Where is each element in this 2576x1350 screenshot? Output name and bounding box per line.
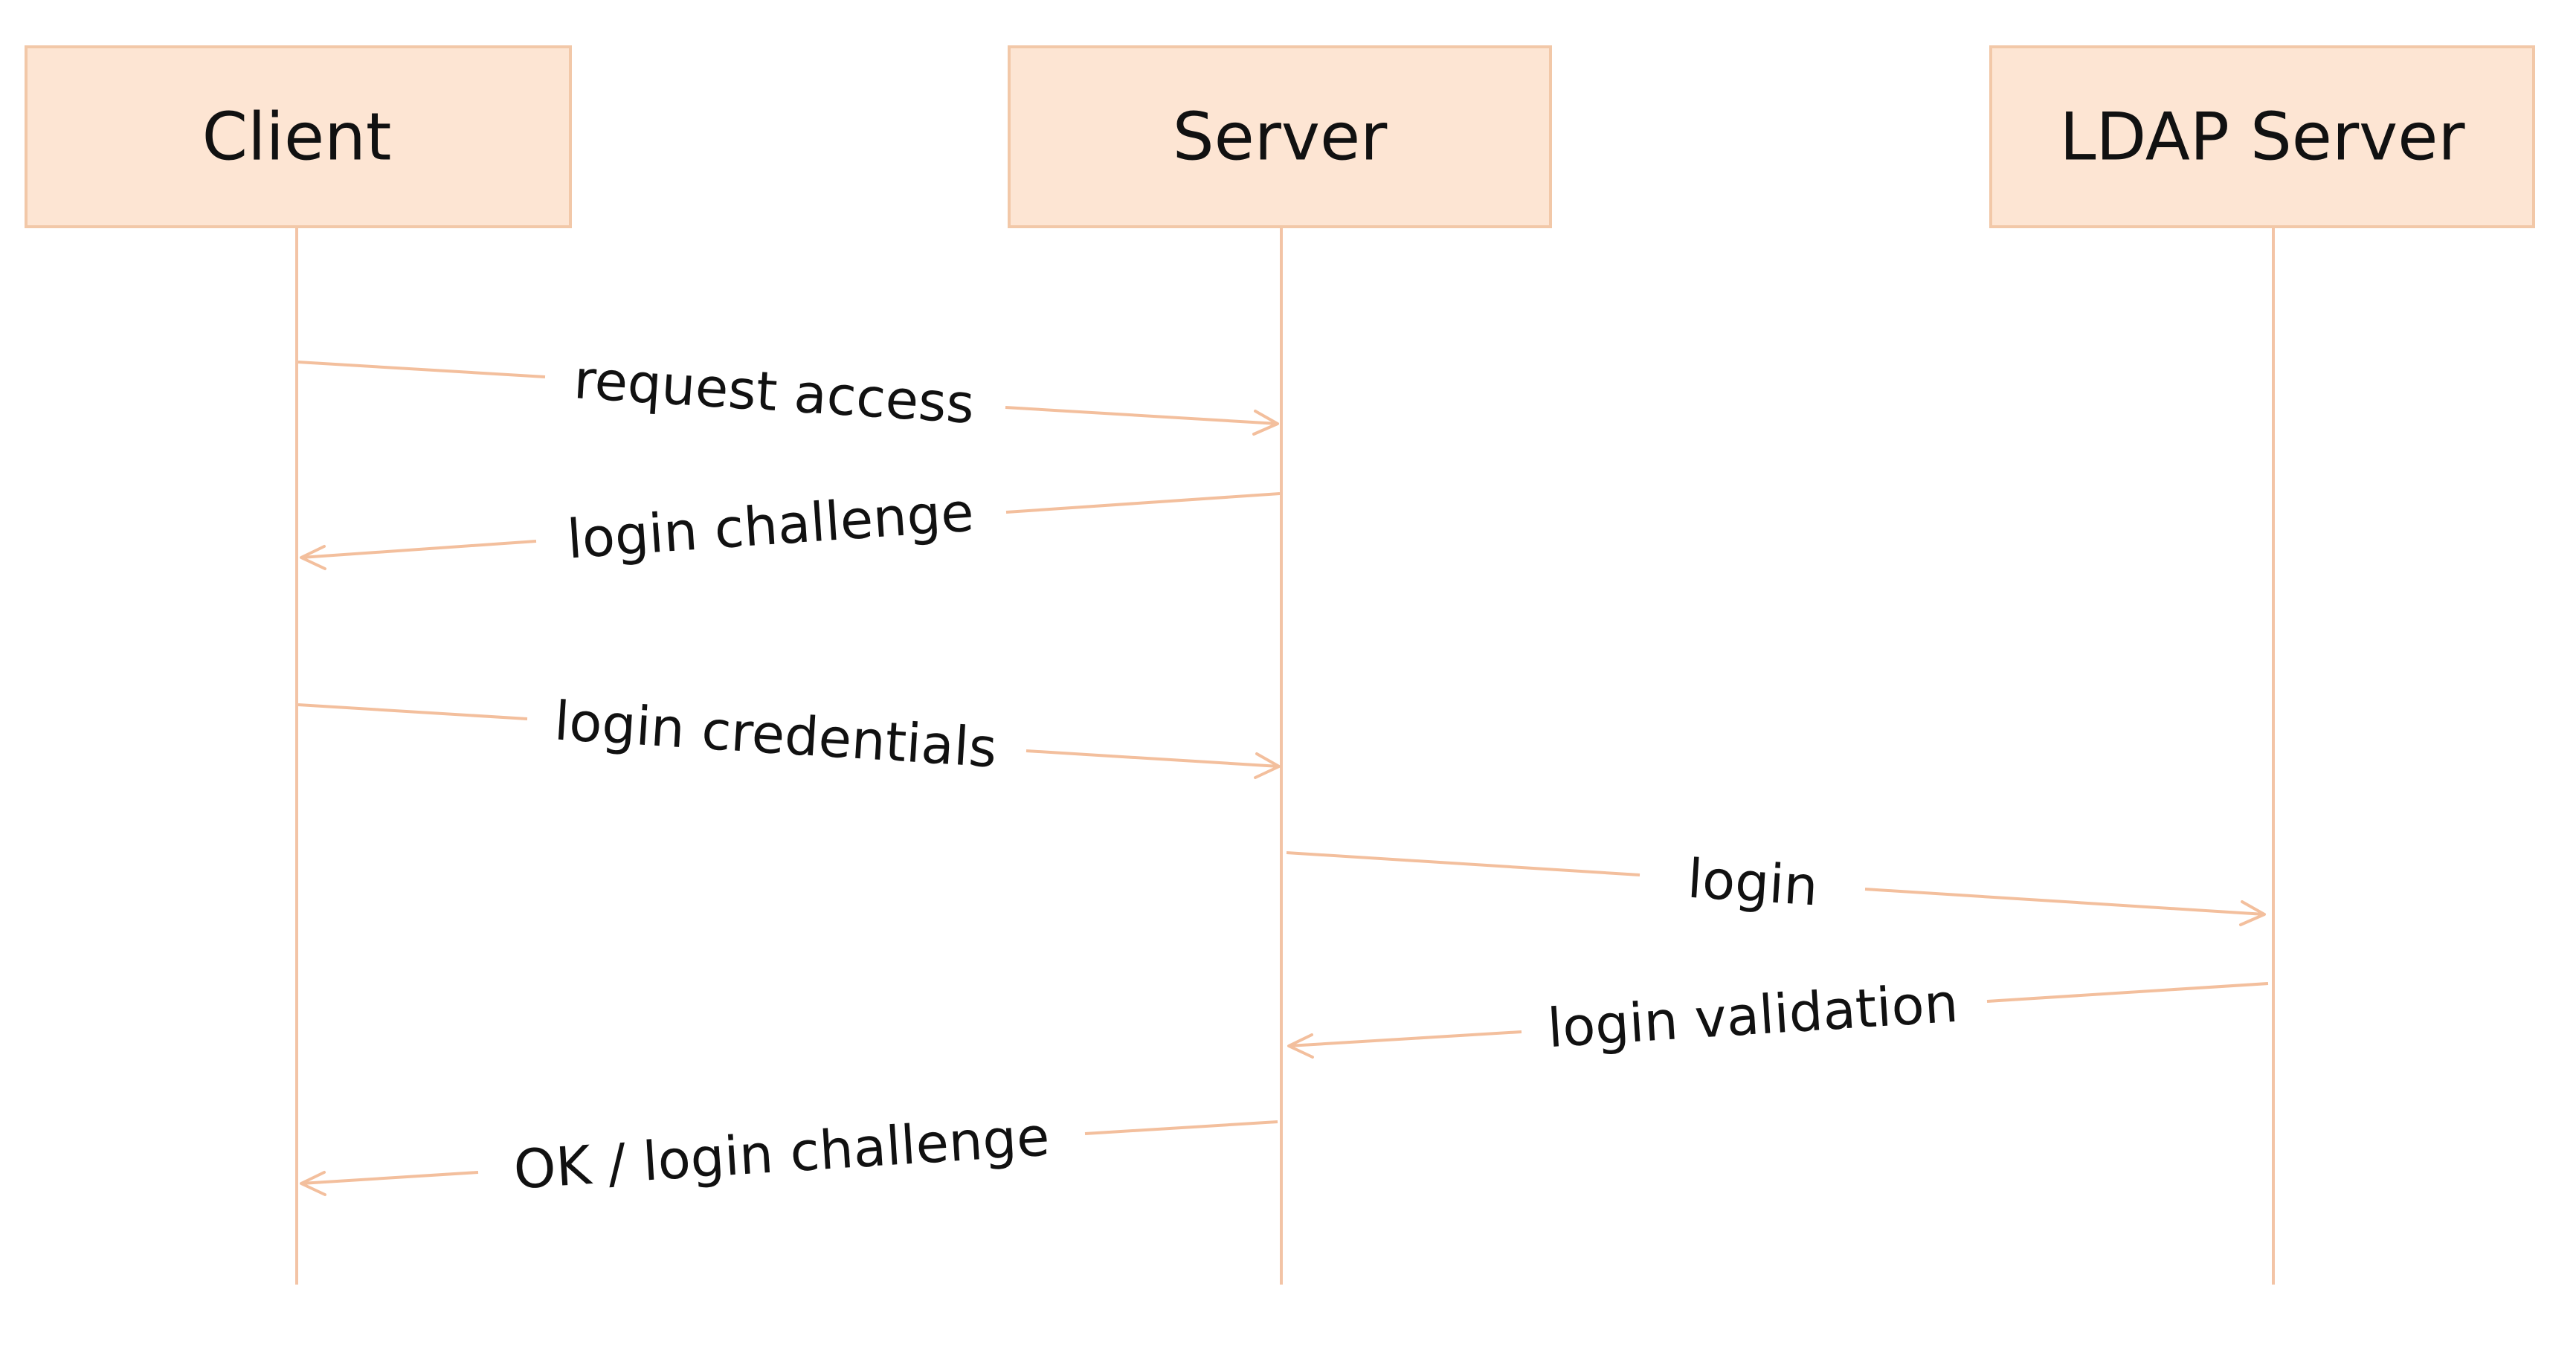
arrowhead-left-icon [300, 545, 326, 570]
message-login-credentials: login credentials [297, 689, 1281, 780]
message-label: login challenge [565, 480, 976, 570]
message-label: login credentials [553, 689, 999, 779]
message-line-segment [1286, 851, 1640, 876]
message-login-validation: login validation [1287, 972, 2269, 1060]
message-line-segment [1986, 982, 2269, 1003]
message-line-segment [1005, 406, 1278, 425]
actor-box-server [1008, 45, 1552, 228]
arrowhead-left-icon [1287, 1033, 1314, 1059]
message-line-segment [297, 703, 528, 720]
actor-box-ldap [1989, 45, 2535, 228]
message-label: request access [572, 348, 976, 436]
message-request-access: request access [297, 348, 1279, 436]
message-line-segment [297, 361, 546, 378]
actor-label-ldap: LDAP Server [2059, 99, 2465, 175]
message-line-segment [300, 540, 537, 559]
message-line-segment [1864, 888, 2265, 916]
message-login: login [1286, 847, 2266, 926]
actor-ldap: LDAP Server [1989, 45, 2535, 228]
message-login-challenge: login challenge [300, 480, 1281, 571]
actor-server: Server [1008, 45, 1552, 228]
actor-box-client [25, 45, 572, 228]
message-line-segment [1288, 1030, 1522, 1047]
arrowhead-right-icon [2239, 900, 2266, 926]
actor-label-client: Client [202, 99, 392, 175]
message-label: OK / login challenge [512, 1105, 1051, 1201]
actor-client: Client [25, 45, 572, 228]
actor-label-server: Server [1173, 99, 1388, 175]
arrowhead-right-icon [1252, 410, 1279, 436]
message-label: login validation [1546, 972, 1960, 1060]
message-line-segment [1084, 1120, 1278, 1135]
message-ok-login-challenge: OK / login challenge [300, 1105, 1278, 1201]
message-line-segment [300, 1171, 479, 1185]
message-line-segment [1025, 749, 1280, 768]
message-label: login [1686, 847, 1820, 918]
message-line-segment [1005, 492, 1281, 514]
arrowhead-left-icon [300, 1171, 326, 1196]
arrowhead-right-icon [1254, 752, 1281, 779]
